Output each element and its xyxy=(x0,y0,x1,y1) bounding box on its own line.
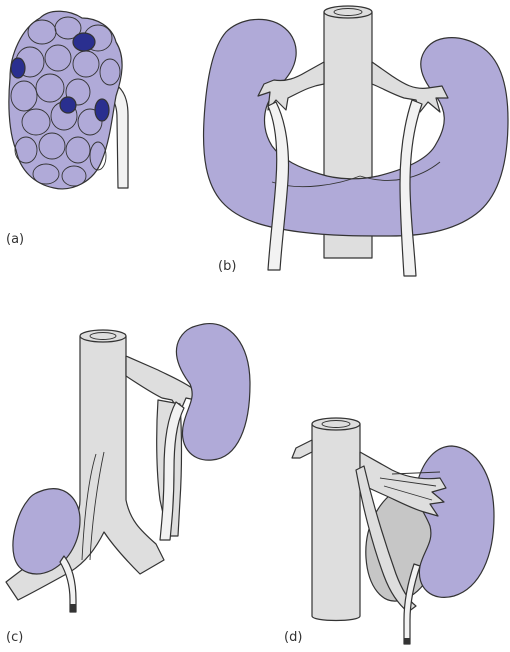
panel-b xyxy=(204,6,508,276)
panel-b-label: (b) xyxy=(218,259,236,274)
panel-d-kidney xyxy=(416,446,494,597)
panel-a xyxy=(9,11,128,189)
panel-d-aorta xyxy=(312,424,360,621)
panel-d xyxy=(292,418,494,644)
panel-d-left-branch xyxy=(292,440,312,458)
panel-d-label: (d) xyxy=(284,630,302,645)
panel-b-aorta-opening xyxy=(324,6,372,18)
panel-c-label: (c) xyxy=(6,630,23,645)
panel-c-aorta-opening xyxy=(80,330,126,342)
panel-d-aorta-opening xyxy=(312,418,360,430)
panel-c xyxy=(6,324,250,612)
panel-a-label: (a) xyxy=(6,232,24,247)
